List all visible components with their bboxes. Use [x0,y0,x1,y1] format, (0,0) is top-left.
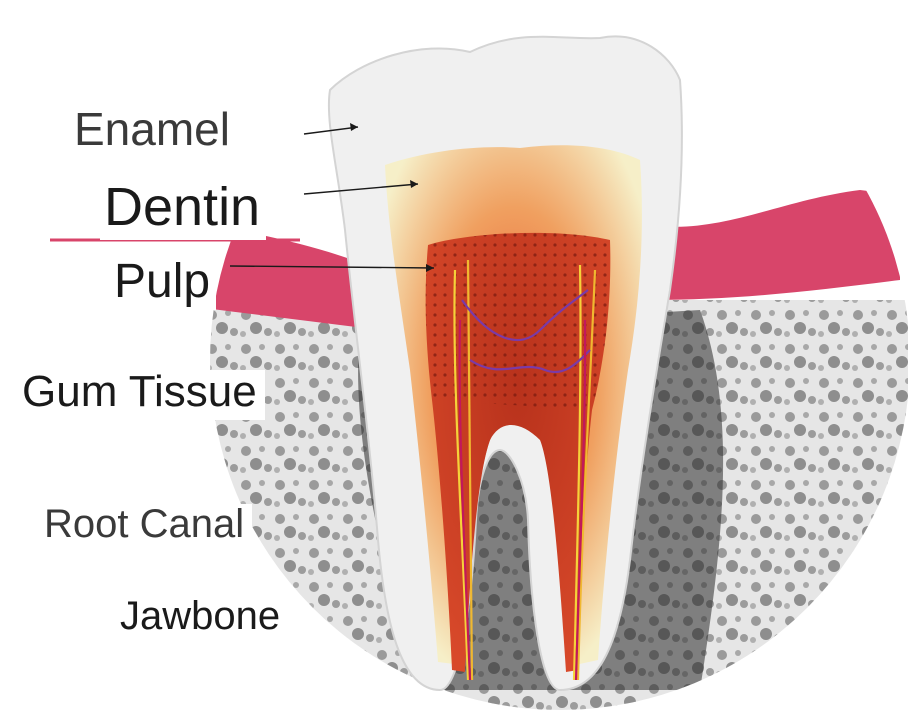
label-gum-tissue: Gum Tissue [18,370,265,420]
gum-tissue-region [210,215,380,330]
root-canal-nerves [453,259,597,681]
label-leader-lines [229,126,435,269]
label-dentin: Dentin [100,180,267,240]
label-root-canal: Root Canal [40,504,253,550]
gum-tissue-region-right [650,190,900,300]
label-pulp: Pulp [110,258,217,310]
label-jawbone: Jawbone [116,596,289,640]
label-enamel: Enamel [74,103,230,155]
